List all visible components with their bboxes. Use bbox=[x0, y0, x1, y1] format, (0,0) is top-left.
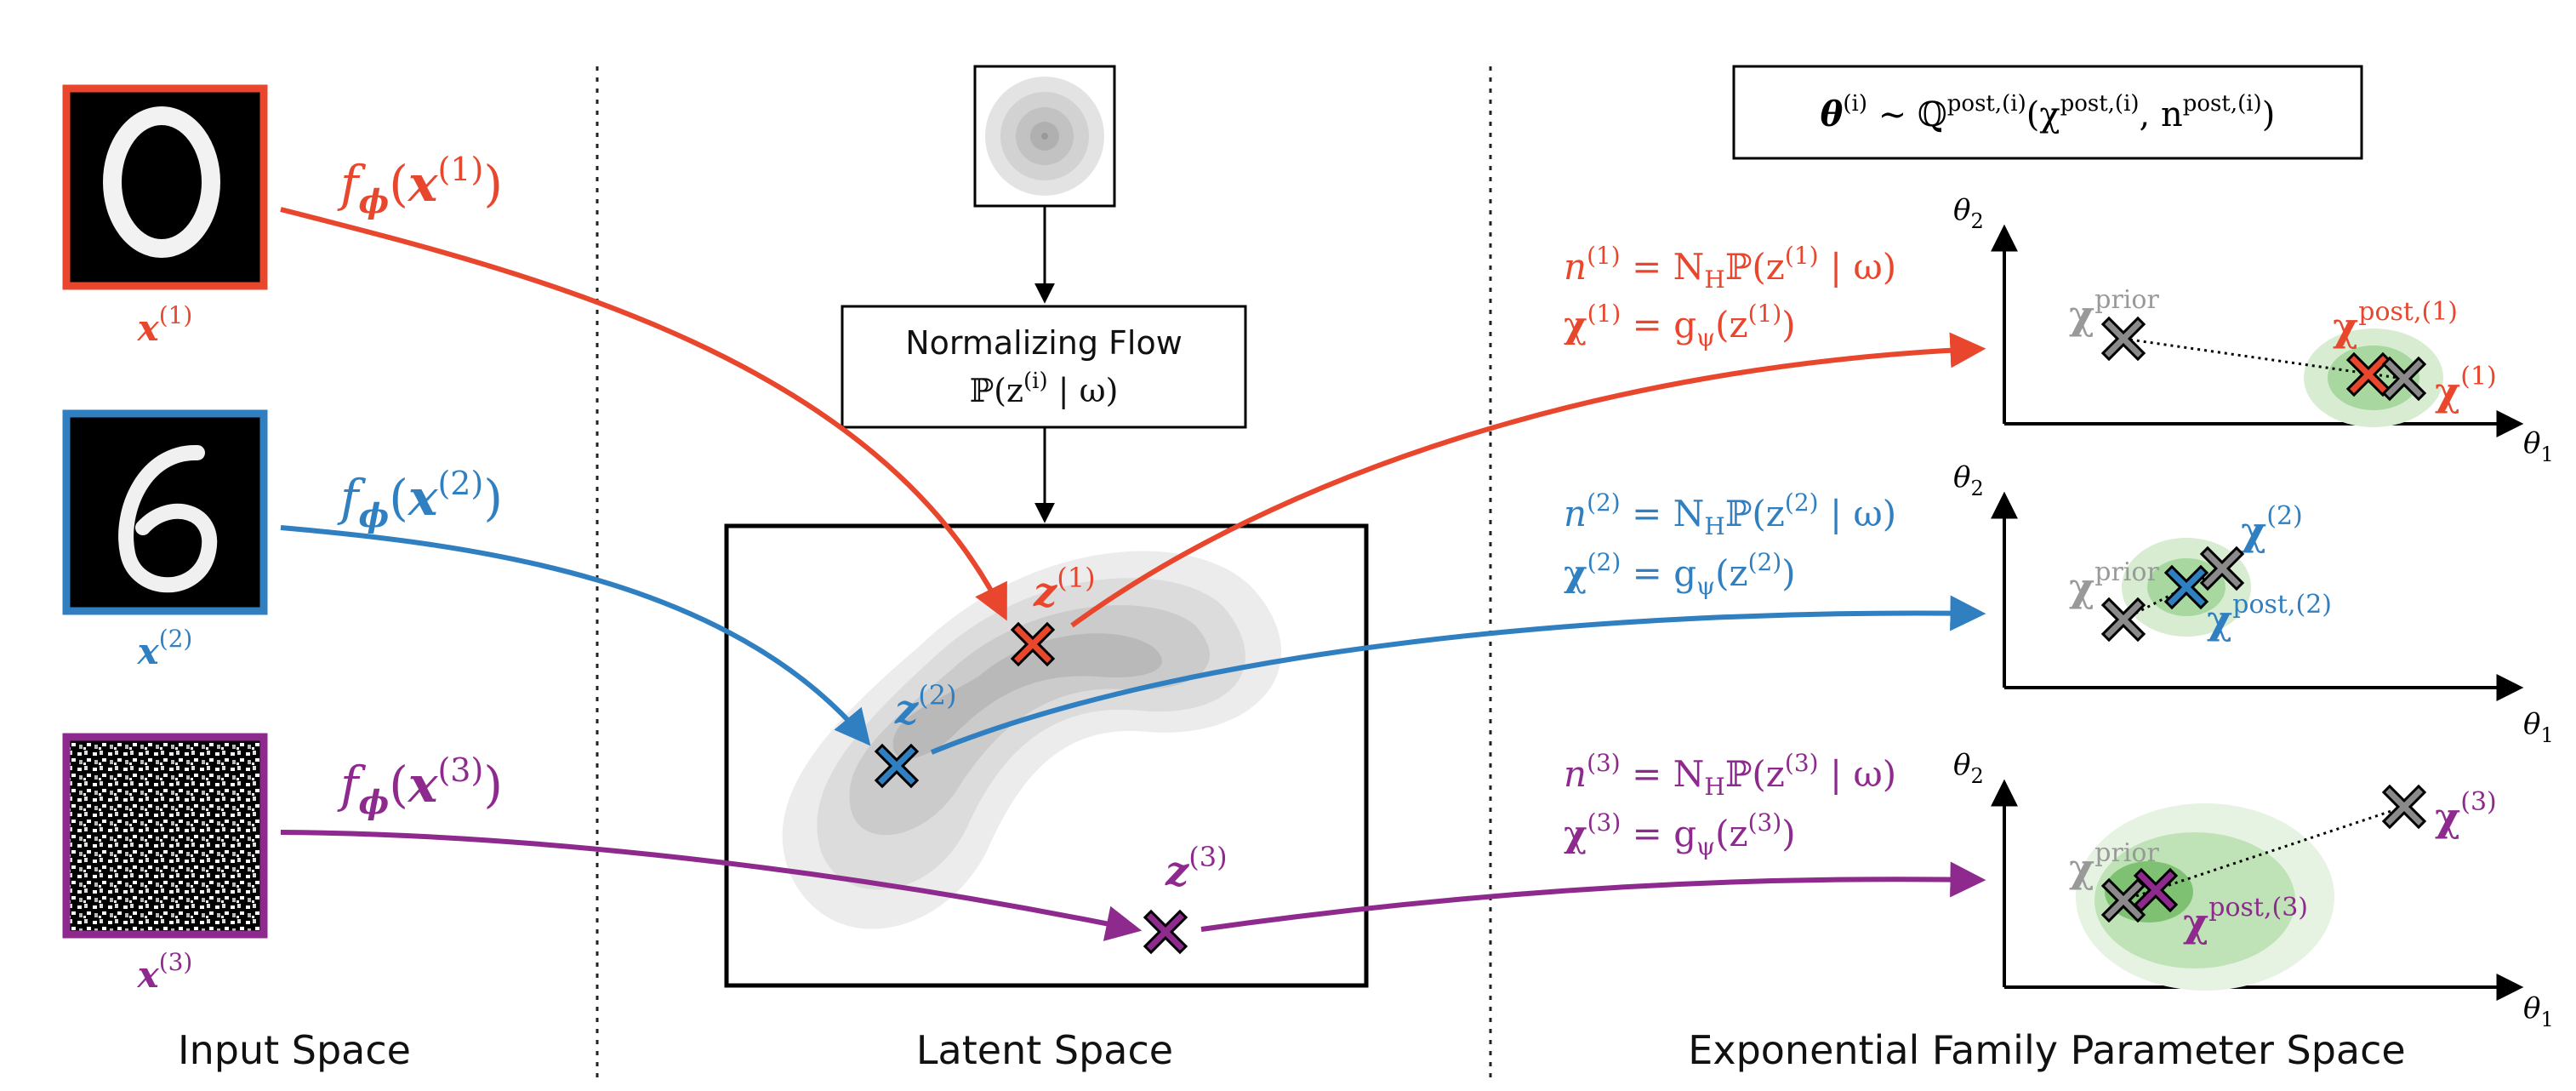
plot3-prior-marker bbox=[2100, 877, 2146, 923]
latent-marker-2 bbox=[874, 743, 920, 789]
equation-n-1: n(1) = NHℙ(z(1) | ω) bbox=[1564, 242, 1896, 294]
input-image-3 bbox=[62, 733, 268, 939]
plot3-prior-label: χprior bbox=[2069, 838, 2159, 891]
plot3-obs-marker bbox=[2381, 784, 2427, 830]
section-title-param: Exponential Family Parameter Space bbox=[1688, 1027, 2405, 1073]
plot3-obs-label: χ(3) bbox=[2435, 787, 2497, 840]
plot3-post-label: χpost,(3) bbox=[2183, 893, 2308, 945]
decoder-arrow-1 bbox=[1070, 332, 1986, 628]
input-label-1: x(1) bbox=[137, 301, 193, 349]
equation-group-3: n(3) = NHℙ(z(3) | ω) χ(3) = gψ(z(3)) bbox=[1564, 749, 1896, 860]
input-label-2: x(2) bbox=[137, 625, 193, 672]
equation-chi-2: χ(2) = gψ(z(2)) bbox=[1564, 548, 1796, 600]
plot2-obs-label: χ(2) bbox=[2241, 501, 2303, 554]
posterior-formula-box: θ(i) ∼ ℚpost,(i)(χpost,(i), npost,(i)) bbox=[1732, 65, 2363, 160]
input-image-2 bbox=[62, 409, 268, 615]
plot1-post-label: χpost,(1) bbox=[2333, 297, 2458, 350]
plot2-obs-marker bbox=[2199, 546, 2245, 591]
axis-x-label-2: θ1 bbox=[2523, 707, 2554, 747]
axis-x-label-1: θ1 bbox=[2523, 426, 2554, 466]
latent-marker-3 bbox=[1143, 909, 1188, 955]
param-plot-3: θ2 θ1 χprior χpost,(3) χ(3) bbox=[1953, 748, 2554, 1031]
plot1-prior-marker bbox=[2100, 316, 2146, 362]
normalizing-flow-box: Normalizing Flow ℙ(z(i) | ω) bbox=[841, 305, 1247, 429]
plot1-post-marker bbox=[2345, 351, 2391, 397]
plot2-post-marker bbox=[2163, 564, 2209, 610]
encoder-arrow-1 bbox=[280, 207, 1007, 621]
equation-chi-1: χ(1) = gψ(z(1)) bbox=[1564, 300, 1796, 351]
latent-label-3: z(3) bbox=[1165, 841, 1228, 895]
plot1-prior-label: χprior bbox=[2069, 285, 2159, 338]
decoder-arrow-3 bbox=[1200, 861, 1986, 932]
plot1-obs-marker bbox=[2381, 356, 2427, 402]
latent-label-1: z(1) bbox=[1033, 562, 1096, 616]
encoder-arrow-2 bbox=[280, 525, 871, 746]
decoder-arrow-2 bbox=[930, 595, 1986, 755]
axis-y-label-3: θ2 bbox=[1953, 748, 1984, 788]
equation-group-2: n(2) = NHℙ(z(2) | ω) χ(2) = gψ(z(2)) bbox=[1564, 488, 1896, 600]
encoder-label-1: fϕ(x(1)) bbox=[337, 151, 503, 220]
latent-density bbox=[782, 551, 1282, 929]
base-distribution bbox=[973, 65, 1116, 208]
plot1-obs-label: χ(1) bbox=[2435, 362, 2497, 414]
latent-marker-1 bbox=[1010, 621, 1056, 667]
section-title-input: Input Space bbox=[178, 1027, 411, 1073]
plot3-post-marker bbox=[2133, 867, 2179, 913]
plot2-prior-label: χprior bbox=[2069, 557, 2159, 610]
posterior-formula: θ(i) ∼ ℚpost,(i)(χpost,(i), npost,(i)) bbox=[1821, 91, 2276, 134]
axis-y-label-1: θ2 bbox=[1953, 193, 1984, 233]
param-plot-1: θ2 θ1 χprior χpost,(1) χ(1) bbox=[1953, 193, 2554, 466]
input-label-3: x(3) bbox=[137, 948, 193, 996]
equation-group-1: n(1) = NHℙ(z(1) | ω) χ(1) = gψ(z(1)) bbox=[1564, 242, 1896, 351]
axis-y-label-2: θ2 bbox=[1953, 460, 1984, 500]
flow-title: Normalizing Flow bbox=[905, 324, 1183, 362]
equation-chi-3: χ(3) = gψ(z(3)) bbox=[1564, 808, 1796, 860]
latent-label-2: z(2) bbox=[894, 679, 957, 734]
section-title-latent: Latent Space bbox=[916, 1027, 1173, 1073]
flow-formula: ℙ(z(i) | ω) bbox=[970, 368, 1119, 409]
plot2-post-label: χpost,(2) bbox=[2207, 590, 2332, 643]
input-image-1 bbox=[62, 84, 268, 290]
equation-n-3: n(3) = NHℙ(z(3) | ω) bbox=[1564, 749, 1896, 801]
encoder-label-2: fϕ(x(2)) bbox=[337, 465, 503, 534]
encoder-label-3: fϕ(x(3)) bbox=[337, 751, 503, 821]
axis-x-label-3: θ1 bbox=[2523, 991, 2554, 1031]
encoder-arrow-3 bbox=[280, 830, 1143, 941]
plot2-prior-marker bbox=[2100, 597, 2146, 643]
param-plot-2: θ2 θ1 χprior χ(2) χpost,(2) bbox=[1953, 460, 2554, 747]
input-images bbox=[62, 84, 268, 939]
equation-n-2: n(2) = NHℙ(z(2) | ω) bbox=[1564, 488, 1896, 540]
